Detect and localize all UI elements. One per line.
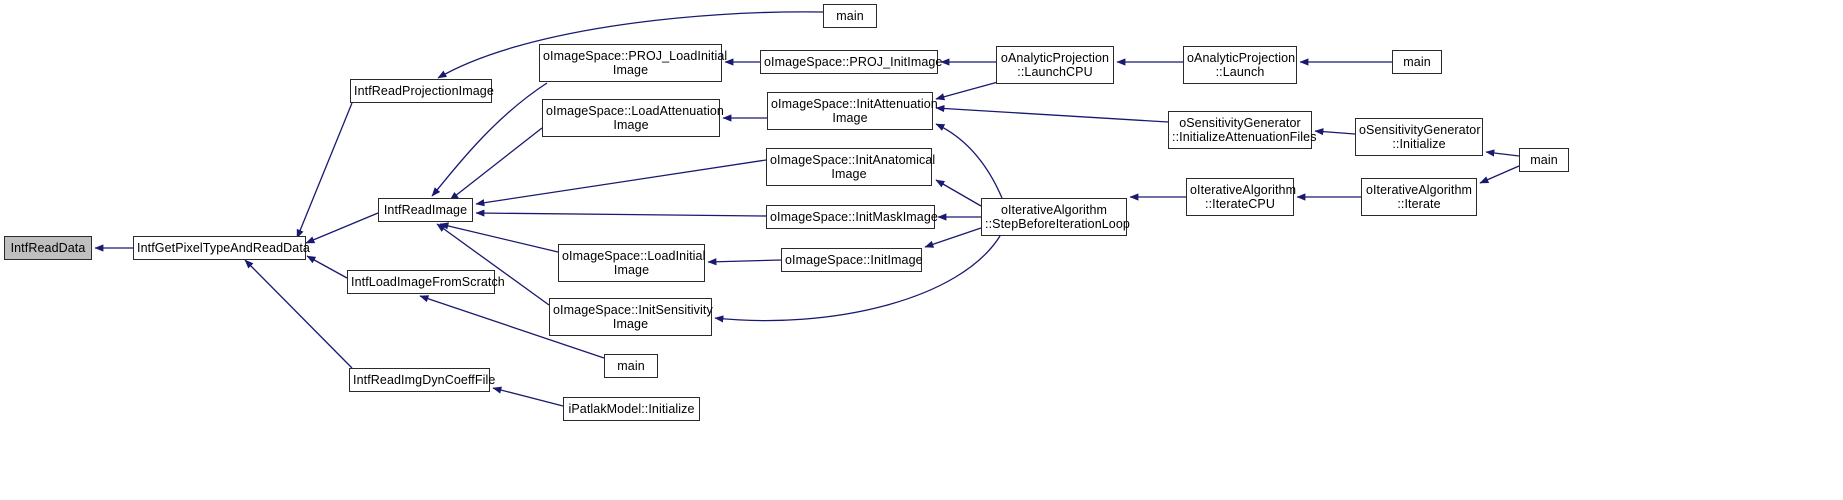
graph-node-label: IntfReadImage <box>383 202 468 217</box>
graph-node-label: oIterativeAlgorithm ::IterateCPU <box>1190 182 1297 212</box>
graph-node-n19[interactable]: oIterativeAlgorithm ::StepBeforeIteratio… <box>981 198 1130 236</box>
call-edge <box>1485 149 1520 157</box>
call-edge <box>935 123 1003 199</box>
graph-node-n5[interactable]: IntfReadImgDynCoeffFile <box>349 368 496 392</box>
call-edge <box>244 259 353 369</box>
graph-node-n2[interactable]: IntfReadProjectionImage <box>350 79 494 103</box>
graph-node-label: main <box>1403 54 1431 69</box>
graph-node-n3[interactable]: IntfReadImage <box>378 198 473 222</box>
graph-node-label: oImageSpace::InitSensitivity Image <box>553 302 713 332</box>
call-edge <box>935 81 999 101</box>
graph-node-label: oIterativeAlgorithm ::Iterate <box>1365 182 1473 212</box>
graph-node-label: main <box>617 358 645 373</box>
graph-node-n18[interactable]: oAnalyticProjection ::LaunchCPU <box>996 46 1114 84</box>
call-edge <box>305 212 379 244</box>
graph-node-label: oImageSpace::LoadAttenuation Image <box>546 103 724 133</box>
graph-node-n23[interactable]: oSensitivityGenerator ::Initialize <box>1355 118 1483 156</box>
graph-node-label: oImageSpace::InitAttenuation Image <box>771 96 938 126</box>
graph-node-n22[interactable]: oIterativeAlgorithm ::IterateCPU <box>1186 178 1297 216</box>
call-edge <box>306 255 348 279</box>
call-edge <box>439 222 559 253</box>
graph-node-label: oIterativeAlgorithm ::StepBeforeIteratio… <box>985 202 1130 232</box>
graph-node-label: IntfReadData <box>10 240 86 255</box>
graph-node-n10[interactable]: oImageSpace::LoadAttenuation Image <box>542 99 724 137</box>
call-edge <box>492 386 564 407</box>
graph-node-label: IntfLoadImageFromScratch <box>351 274 505 289</box>
graph-node-n9[interactable]: oImageSpace::PROJ_LoadInitial Image <box>539 44 728 82</box>
graph-node-label: oAnalyticProjection ::Launch <box>1187 50 1296 80</box>
graph-node-n20[interactable]: oSensitivityGenerator ::InitializeAttenu… <box>1168 111 1317 149</box>
graph-node-label: iPatlakModel::Initialize <box>568 401 695 416</box>
graph-node-n0[interactable]: IntfReadData <box>4 236 92 260</box>
graph-node-label: oImageSpace::PROJ_LoadInitial Image <box>543 48 728 78</box>
graph-node-n13[interactable]: oImageSpace::PROJ_InitImage <box>760 50 943 74</box>
graph-node-n11[interactable]: oImageSpace::LoadInitial Image <box>558 244 705 282</box>
graph-node-label: oSensitivityGenerator ::Initialize <box>1359 122 1481 152</box>
graph-node-n21[interactable]: oAnalyticProjection ::Launch <box>1183 46 1297 84</box>
graph-node-label: main <box>1530 152 1558 167</box>
call-edge <box>475 209 767 217</box>
graph-node-n17[interactable]: oImageSpace::InitImage <box>781 248 923 272</box>
graph-node-n15[interactable]: oImageSpace::InitAnatomical Image <box>766 148 936 186</box>
call-edge <box>935 179 982 207</box>
graph-node-n6[interactable]: iPatlakModel::Initialize <box>563 397 700 421</box>
graph-node-label: oSensitivityGenerator ::InitializeAttenu… <box>1172 115 1317 145</box>
graph-node-label: IntfGetPixelTypeAndReadData <box>137 240 310 255</box>
graph-node-label: oImageSpace::PROJ_InitImage <box>764 54 943 69</box>
graph-node-label: IntfReadProjectionImage <box>354 83 494 98</box>
graph-node-n25[interactable]: main <box>1392 50 1442 74</box>
graph-node-label: oImageSpace::InitImage <box>785 252 923 267</box>
graph-node-label: IntfReadImgDynCoeffFile <box>353 372 496 387</box>
graph-node-n7[interactable]: main <box>604 354 658 378</box>
call-edge <box>935 104 1169 123</box>
call-edge <box>924 227 982 248</box>
call-edge <box>1314 128 1356 136</box>
graph-node-n26[interactable]: main <box>1519 148 1569 172</box>
graph-node-n4[interactable]: IntfLoadImageFromScratch <box>347 270 505 294</box>
graph-node-label: main <box>836 8 864 23</box>
call-edge <box>707 258 782 266</box>
graph-node-n12[interactable]: oImageSpace::InitSensitivity Image <box>549 298 713 336</box>
graph-node-label: oAnalyticProjection ::LaunchCPU <box>1000 50 1110 80</box>
graph-node-label: oImageSpace::InitAnatomical Image <box>770 152 936 182</box>
graph-node-label: oImageSpace::InitMaskImage <box>770 209 938 224</box>
graph-node-label: oImageSpace::LoadInitial Image <box>562 248 706 278</box>
graph-node-n14[interactable]: oImageSpace::InitAttenuation Image <box>767 92 938 130</box>
graph-node-n24[interactable]: oIterativeAlgorithm ::Iterate <box>1361 178 1477 216</box>
call-edge <box>475 159 767 207</box>
call-edge <box>296 102 353 239</box>
graph-node-n16[interactable]: oImageSpace::InitMaskImage <box>766 205 938 229</box>
graph-node-n1[interactable]: IntfGetPixelTypeAndReadData <box>133 236 310 260</box>
graph-node-n8[interactable]: main <box>823 4 877 28</box>
call-edge <box>449 127 543 201</box>
call-edge <box>1479 165 1520 184</box>
